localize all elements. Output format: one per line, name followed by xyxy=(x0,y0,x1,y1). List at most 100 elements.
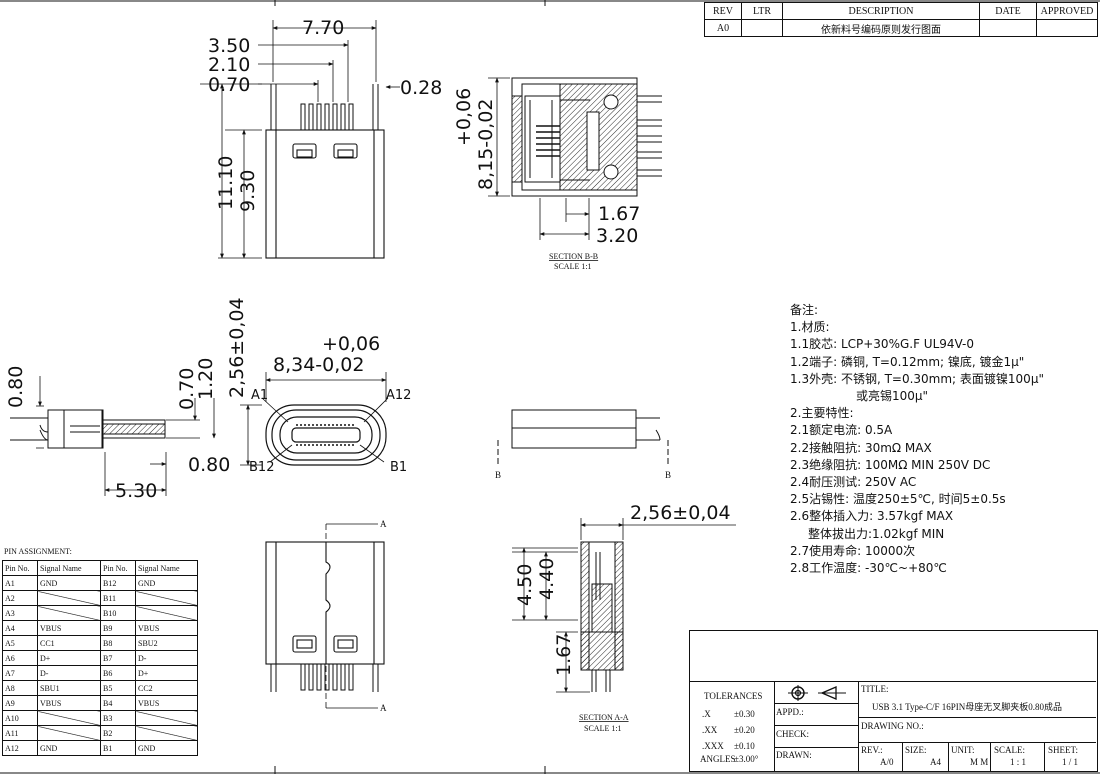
pin-number-cell: B12 xyxy=(100,575,136,591)
signal-name-cell: GND xyxy=(37,740,101,756)
notes-block: 备注: 1.材质: 1.1胶芯: LCP+30%G.F UL94V-0 1.2端… xyxy=(790,302,1044,577)
date-value xyxy=(979,19,1037,37)
signal-header-b: Signal Name xyxy=(135,560,198,576)
sheet-value: 1 / 1 xyxy=(1062,757,1079,767)
signal-name-cell xyxy=(135,710,198,726)
pin-number-cell: B11 xyxy=(100,590,136,606)
dim-aa-1-67: 1.67 xyxy=(553,634,575,676)
pin-number-cell: B10 xyxy=(100,605,136,621)
pin-number-cell: A10 xyxy=(2,710,38,726)
tol-xxx-key: .XXX xyxy=(702,741,724,751)
note-line: 或亮锡100μ" xyxy=(856,389,929,404)
dim-aa-4-50: 4.50 xyxy=(514,564,536,606)
pin-number-cell: A8 xyxy=(2,680,38,696)
label-b1: B1 xyxy=(390,460,407,475)
side-view-dims: 0.80 0.70 1.20 0.80 5.30 xyxy=(5,358,230,502)
tol-x-val: ±0.30 xyxy=(734,709,755,719)
marker-b-left: B xyxy=(495,470,501,480)
note-line: 1.1胶芯: LCP+30%G.F UL94V-0 xyxy=(790,337,975,352)
unit-label: UNIT: xyxy=(951,745,975,755)
signal-name-cell xyxy=(37,725,101,741)
title-block: TOLERANCES .X ±0.30 .XX ±0.20 .XXX ±0.10… xyxy=(689,630,1098,772)
signal-name-cell: VBUS xyxy=(37,620,101,636)
pin-number-cell: A7 xyxy=(2,665,38,681)
signal-name-cell: GND xyxy=(135,740,198,756)
pin-number-cell: A9 xyxy=(2,695,38,711)
dim-front-tol: +0,06 xyxy=(322,333,380,355)
signal-header-a: Signal Name xyxy=(37,560,101,576)
projection-symbol-icon xyxy=(788,685,846,701)
pin-header-a: Pin No. xyxy=(2,560,38,576)
dim-side-0-80-b: 0.80 xyxy=(188,454,230,476)
label-b12: B12 xyxy=(249,460,274,475)
side-view xyxy=(10,376,216,496)
dim-front-w: 8,34-0,02 xyxy=(273,354,364,376)
marker-a-bottom: A xyxy=(380,703,387,713)
tol-angles-val: ±3.00° xyxy=(734,754,759,764)
dim-side-5-30: 5.30 xyxy=(115,480,157,502)
scale-label: SCALE: xyxy=(994,745,1026,755)
signal-name-cell: GND xyxy=(37,575,101,591)
note-line: 2.6整体插入力: 3.57kgf MAX xyxy=(790,509,954,524)
rev-value: A0 xyxy=(704,19,742,37)
dim-11-10: 11.10 xyxy=(215,156,237,210)
section-bb-title: SECTION B-B xyxy=(549,252,598,261)
dim-bb-base: 8,15-0,02 xyxy=(475,99,497,190)
tolerances-label: TOLERANCES xyxy=(704,691,763,701)
ltr-value xyxy=(741,19,783,37)
signal-name-cell xyxy=(37,605,101,621)
note-line: 2.4耐压测试: 250V AC xyxy=(790,475,917,490)
size-label: SIZE: xyxy=(905,745,927,755)
pin-number-cell: B1 xyxy=(100,740,136,756)
dim-2-10: 2.10 xyxy=(208,54,250,76)
notes-heading: 备注: xyxy=(790,303,819,317)
pin-number-cell: B8 xyxy=(100,635,136,651)
rev-label: REV.: xyxy=(861,745,883,755)
label-a12: A12 xyxy=(386,388,411,403)
rev-value: A/0 xyxy=(880,757,894,767)
date-header: DATE xyxy=(979,2,1037,20)
top-view xyxy=(200,20,400,259)
dim-bb-tol: +0,06 xyxy=(453,88,475,146)
signal-name-cell xyxy=(135,590,198,606)
signal-name-cell: D+ xyxy=(37,650,101,666)
check-label: CHECK: xyxy=(776,729,810,739)
label-a1: A1 xyxy=(251,388,268,403)
dim-9-30: 9.30 xyxy=(237,170,259,212)
pin-number-cell: A5 xyxy=(2,635,38,651)
signal-name-cell: D- xyxy=(37,665,101,681)
signal-name-cell: VBUS xyxy=(135,620,198,636)
scale-value: 1 : 1 xyxy=(1010,757,1027,767)
pin-number-cell: A3 xyxy=(2,605,38,621)
front-view-dims: 2,56±0,04 +0,06 8,34-0,02 A1 A12 B12 B1 xyxy=(226,297,411,475)
note-line: 2.2接触阻抗: 30mΩ MAX xyxy=(790,440,932,455)
signal-name-cell: CC2 xyxy=(135,680,198,696)
section-bb-view xyxy=(488,77,662,240)
signal-name-cell: VBUS xyxy=(135,695,198,711)
rev-header: REV xyxy=(704,2,742,20)
dim-side-0-80-a: 0.80 xyxy=(5,366,27,408)
sheet-label: SHEET: xyxy=(1048,745,1079,755)
title-label: TITLE: xyxy=(861,684,889,694)
dim-side-0-70: 0.70 xyxy=(176,368,198,410)
drawn-label: DRAWN: xyxy=(776,750,812,760)
pin-number-cell: A6 xyxy=(2,650,38,666)
note-line: 1.材质: xyxy=(790,320,830,335)
pin-number-cell: B6 xyxy=(100,665,136,681)
tol-x-key: .X xyxy=(702,709,711,719)
pin-number-cell: A1 xyxy=(2,575,38,591)
front-view xyxy=(240,372,389,466)
note-line: 2.8工作温度: -30℃~+80℃ xyxy=(790,561,947,576)
tol-xxx-val: ±0.10 xyxy=(734,741,755,751)
pin-number-cell: A11 xyxy=(2,725,38,741)
dim-bb-1-67: 1.67 xyxy=(598,203,640,225)
signal-name-cell: CC1 xyxy=(37,635,101,651)
